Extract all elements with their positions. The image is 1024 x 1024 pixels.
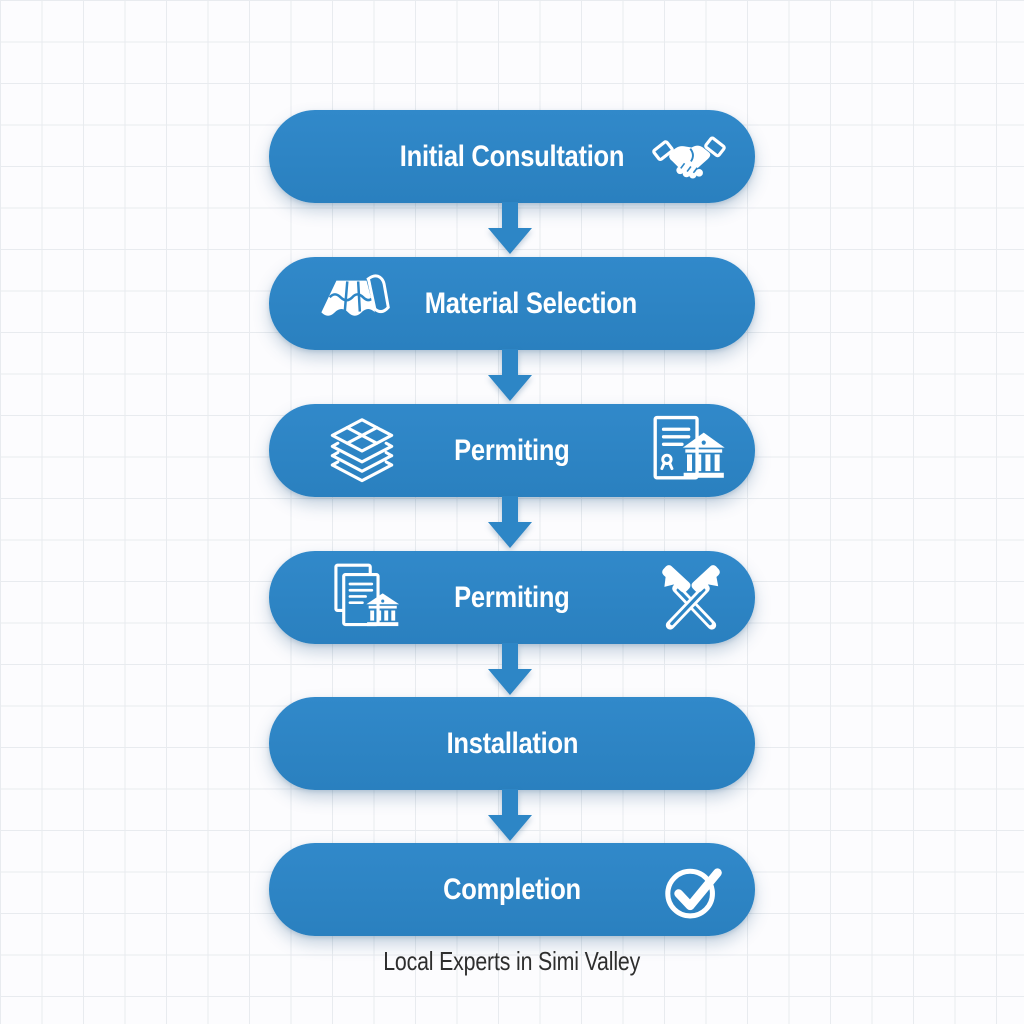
- down-arrow: [486, 789, 534, 842]
- step-label: Permiting: [454, 433, 570, 467]
- step-box-permiting-2: Permiting: [269, 551, 755, 644]
- check-circle-icon: [657, 854, 729, 926]
- roof-tiles-icon: [313, 270, 405, 337]
- handshake-icon: [651, 128, 727, 185]
- permit-document-bank-icon: [645, 412, 729, 489]
- step-box-material-selection: Material Selection: [269, 257, 755, 350]
- step-label: Installation: [446, 726, 578, 760]
- step-label: Permiting: [454, 580, 570, 614]
- step-box-initial-consultation: Initial Consultation: [269, 110, 755, 203]
- step-label: Material Selection: [424, 286, 638, 320]
- step-label: Completion: [443, 872, 581, 906]
- down-arrow: [486, 202, 534, 255]
- footer-caption: Local Experts in Simi Valley: [383, 946, 641, 976]
- step-box-completion: Completion: [269, 843, 755, 936]
- down-arrow: [486, 643, 534, 696]
- documents-bank-icon: [325, 562, 403, 634]
- down-arrow: [486, 496, 534, 549]
- down-arrow: [486, 349, 534, 402]
- step-box-permiting-1: Permiting: [269, 404, 755, 497]
- step-label: Initial Consultation: [399, 139, 625, 173]
- crossed-hammers-icon: [651, 558, 731, 638]
- tile-layers-icon: [323, 415, 401, 487]
- step-box-installation: Installation: [269, 697, 755, 790]
